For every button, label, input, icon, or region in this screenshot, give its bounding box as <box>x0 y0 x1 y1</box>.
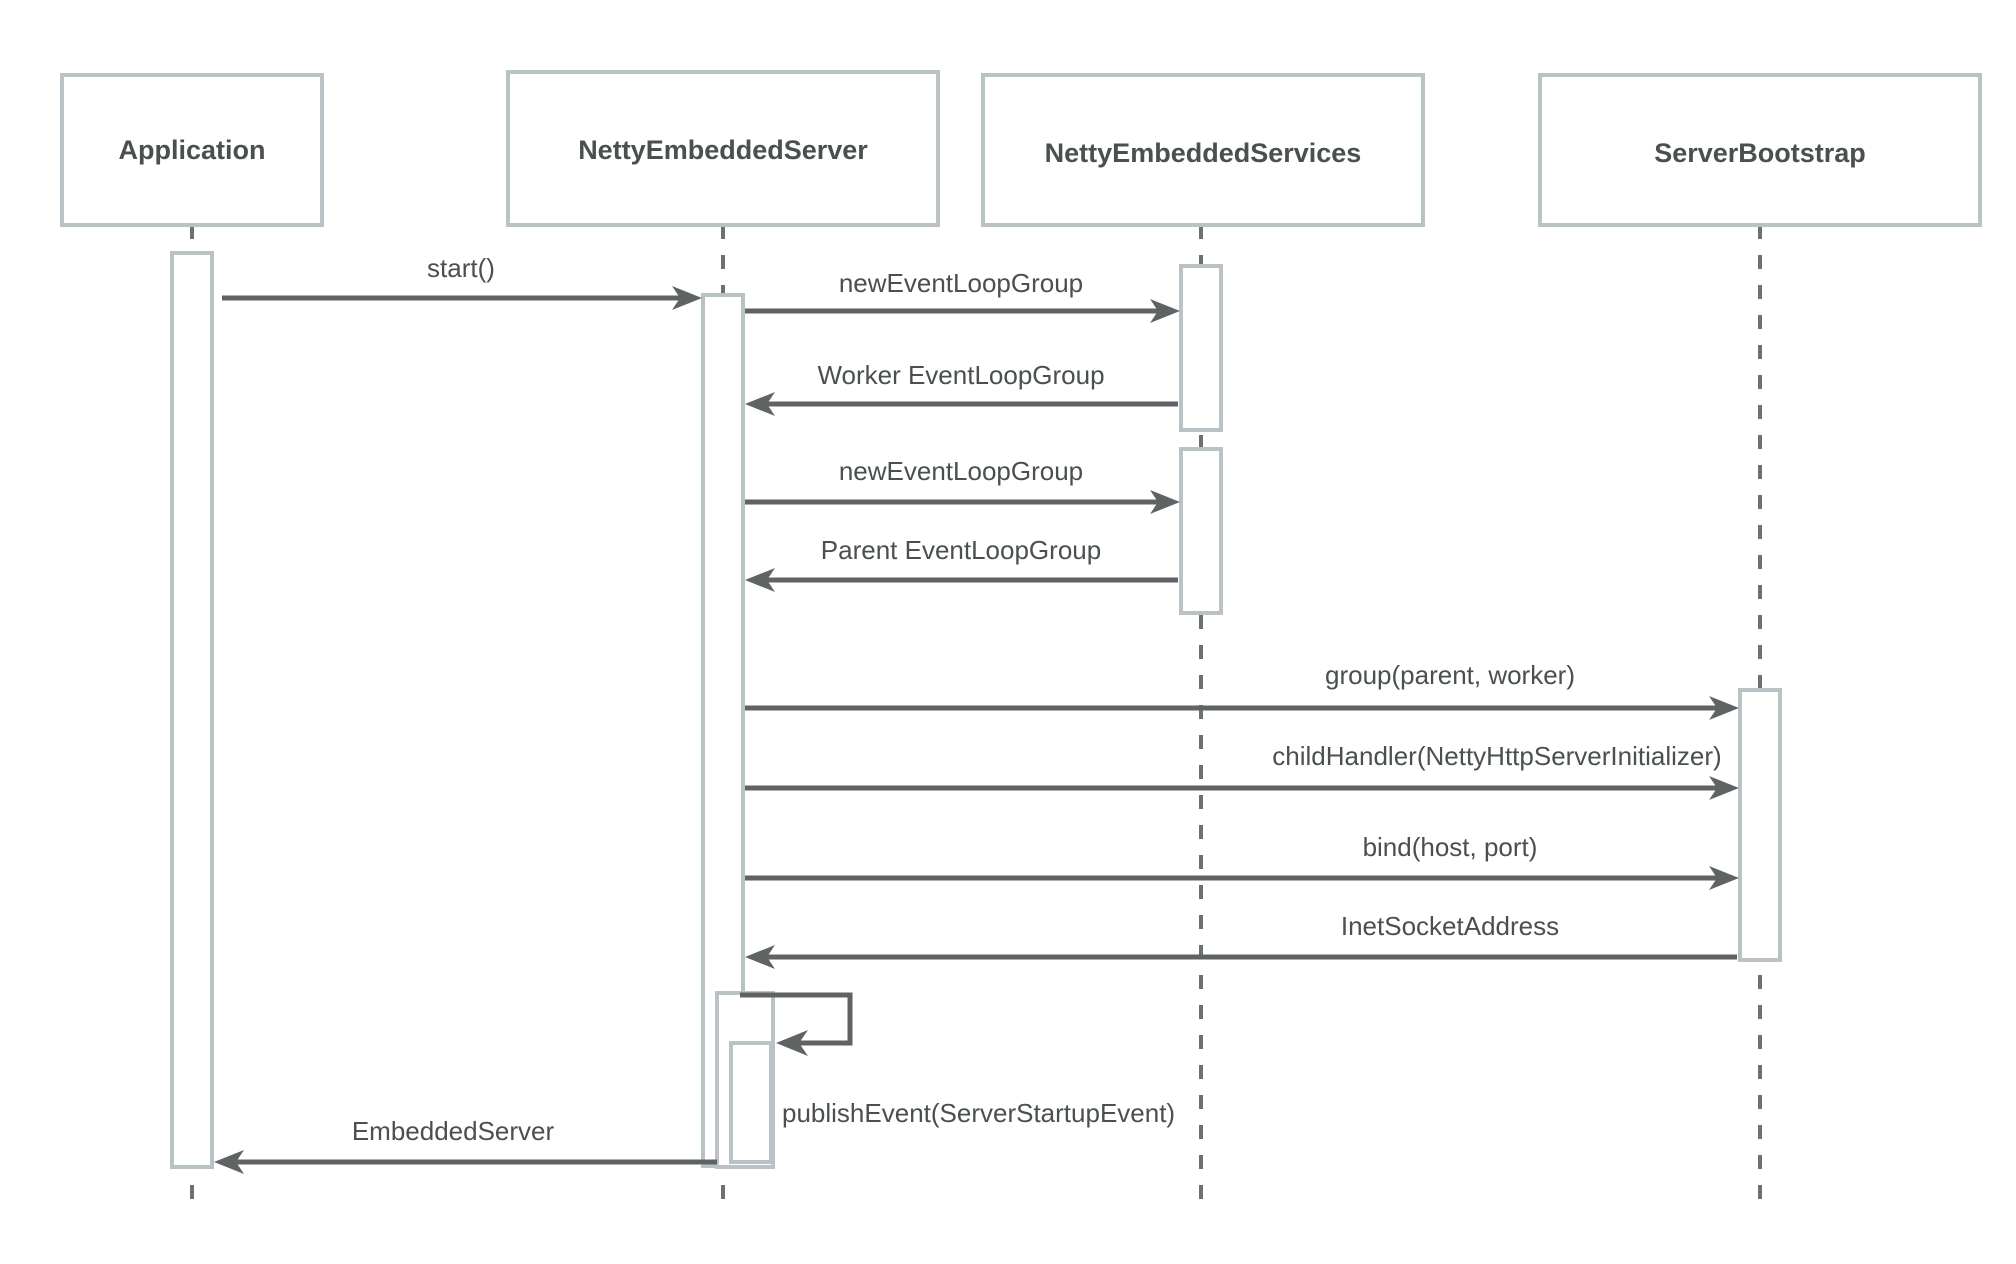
message-inet-socket-address[interactable]: InetSocketAddress <box>745 911 1737 969</box>
message-child-handler[interactable]: childHandler(NettyHttpServerInitializer) <box>745 741 1739 800</box>
message-label-child-handler: childHandler(NettyHttpServerInitializer) <box>1272 741 1721 771</box>
message-label-group-parent-worker: group(parent, worker) <box>1325 660 1575 690</box>
arrowhead-new-event-loop-group-worker <box>1150 299 1180 323</box>
participant-box-nettyembeddedservices <box>981 73 1425 227</box>
participant-serverbootstrap[interactable]: ServerBootstrap <box>1538 73 1982 227</box>
arrowhead-child-handler <box>1709 776 1739 800</box>
message-start[interactable]: start() <box>222 253 702 310</box>
participant-box-serverbootstrap <box>1538 73 1982 227</box>
message-label-start: start() <box>427 253 495 283</box>
activation-services-parent <box>1179 447 1223 615</box>
participant-nettyembeddedserver[interactable]: NettyEmbeddedServer <box>506 70 940 227</box>
message-new-event-loop-group-parent[interactable]: newEventLoopGroup <box>745 456 1180 514</box>
activation-services-worker <box>1179 264 1223 432</box>
participant-label-nettyembeddedservices: NettyEmbeddedServices <box>1045 138 1362 168</box>
message-new-event-loop-group-worker[interactable]: newEventLoopGroup <box>745 268 1180 323</box>
participant-box-nettyembeddedserver <box>506 70 940 227</box>
message-worker-event-loop-group[interactable]: Worker EventLoopGroup <box>745 360 1178 416</box>
participant-application[interactable]: Application <box>60 73 324 227</box>
arrowhead-publish-event <box>776 1030 808 1056</box>
message-label-embedded-server: EmbeddedServer <box>352 1116 555 1146</box>
message-label-new-event-loop-group-parent: newEventLoopGroup <box>839 456 1083 486</box>
activation-bars-group <box>170 251 1782 1169</box>
arrowhead-inet-socket-address <box>745 945 775 969</box>
message-label-inet-socket-address: InetSocketAddress <box>1341 911 1559 941</box>
arrowhead-worker-event-loop-group <box>745 392 775 416</box>
participants-group: Application NettyEmbeddedServer NettyEmb… <box>60 70 1982 227</box>
message-label-new-event-loop-group-worker: newEventLoopGroup <box>839 268 1083 298</box>
message-label-publish-event: publishEvent(ServerStartupEvent) <box>782 1098 1175 1128</box>
message-embedded-server-return[interactable]: EmbeddedServer <box>214 1116 717 1174</box>
arrowhead-parent-event-loop-group <box>745 568 775 592</box>
arrowhead-group-parent-worker <box>1709 696 1739 720</box>
activation-application <box>170 251 214 1169</box>
arrowhead-start <box>672 286 702 310</box>
message-bind[interactable]: bind(host, port) <box>745 832 1739 890</box>
message-parent-event-loop-group[interactable]: Parent EventLoopGroup <box>745 535 1178 592</box>
messages-group: start() newEventLoopGroup Worker EventLo… <box>214 253 1739 1174</box>
arrowhead-new-event-loop-group-parent <box>1150 490 1180 514</box>
message-group-parent-worker[interactable]: group(parent, worker) <box>745 660 1739 720</box>
participant-label-application: Application <box>119 135 266 165</box>
participant-label-nettyembeddedserver: NettyEmbeddedServer <box>578 135 868 165</box>
message-label-worker-event-loop-group: Worker EventLoopGroup <box>817 360 1104 390</box>
arrowhead-embedded-server <box>214 1150 244 1174</box>
activation-serverbootstrap <box>1738 688 1782 962</box>
activation-self-inner <box>729 1041 773 1164</box>
message-label-bind: bind(host, port) <box>1363 832 1538 862</box>
participant-box-application <box>60 73 324 227</box>
participant-label-serverbootstrap: ServerBootstrap <box>1654 138 1866 168</box>
message-publish-event-self-call[interactable]: publishEvent(ServerStartupEvent) <box>740 992 1175 1128</box>
message-label-parent-event-loop-group: Parent EventLoopGroup <box>821 535 1101 565</box>
arrowhead-bind <box>1709 866 1739 890</box>
participant-nettyembeddedservices[interactable]: NettyEmbeddedServices <box>981 73 1425 227</box>
message-line-publish-event <box>740 992 853 1046</box>
